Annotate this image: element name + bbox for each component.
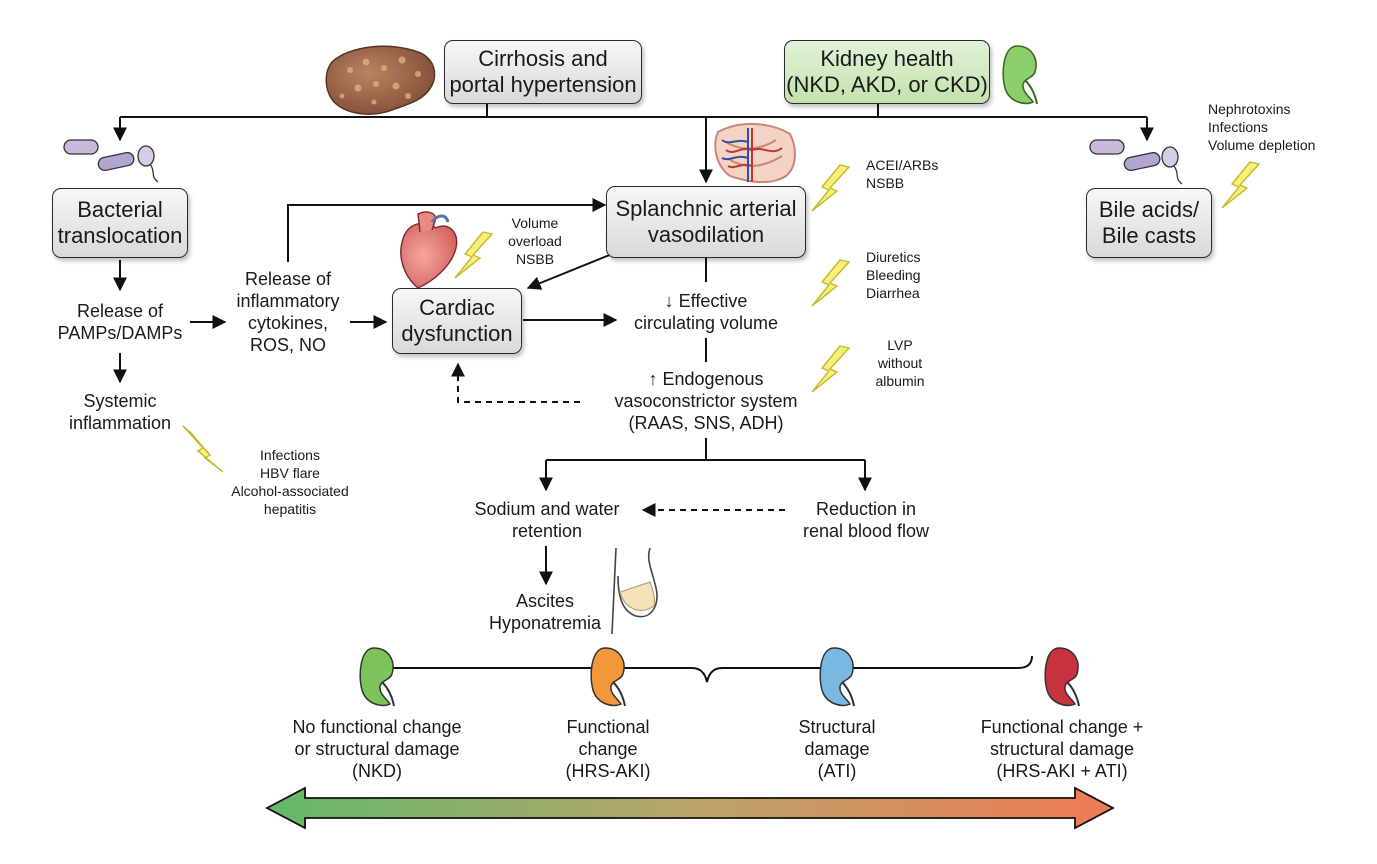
cardiac-dysfunction-box: Cardiac dysfunction bbox=[392, 288, 522, 354]
kidney-icon bbox=[819, 647, 855, 707]
bacteria-icon bbox=[63, 139, 159, 183]
kidney-icon bbox=[1044, 647, 1080, 707]
bile-acids-box: Bile acids/ Bile casts bbox=[1086, 188, 1212, 258]
intestine-icon bbox=[714, 122, 796, 183]
lightning-icon bbox=[454, 231, 494, 279]
lightning-icon bbox=[811, 259, 851, 307]
effective-volume-node: ↓ Effective circulating volume bbox=[633, 291, 779, 333]
endogenous-to-cardiac bbox=[451, 362, 580, 403]
endogenous-vasoconstrictor-node: ↑ Endogenous vasoconstrictor system (RAA… bbox=[614, 369, 798, 433]
kidney-icon bbox=[590, 647, 626, 707]
trigger-nephrotoxins: Nephrotoxins Infections Volume depletion bbox=[1208, 101, 1316, 153]
cirrhosis-box: Cirrhosis and portal hypertension bbox=[444, 40, 642, 104]
splanchnic-vasodilation-box: Splanchnic arterial vasodilation bbox=[606, 186, 806, 258]
trigger-lvp: LVP without albumin bbox=[875, 337, 925, 389]
outcome-label-hrs-aki-ati: Functional change + structural damage (H… bbox=[980, 717, 1144, 781]
cytokines-loop-to-splanchnic bbox=[287, 198, 607, 262]
abdomen-icon bbox=[611, 547, 658, 635]
bacterial-translocation-box: Bacterial translocation bbox=[52, 188, 188, 258]
trigger-infections-hbv: Infections HBV flare Alcohol-associated … bbox=[231, 447, 349, 517]
lightning-group bbox=[182, 161, 1261, 473]
heart-icon bbox=[400, 211, 458, 289]
kidney-health-box: Kidney health (NKD, AKD, or CKD) bbox=[784, 40, 990, 104]
liver-icon bbox=[325, 45, 436, 115]
renal-blood-flow-node: Reduction in renal blood flow bbox=[802, 499, 930, 541]
pamps-node: Release of PAMPs/DAMPs bbox=[57, 301, 183, 343]
kidney-icon bbox=[1002, 45, 1038, 105]
outcome-label-nkd: No functional change or structural damag… bbox=[292, 717, 462, 781]
sodium-water-node: Sodium and water retention bbox=[474, 499, 620, 541]
ascites-node: Ascites Hyponatremia bbox=[488, 591, 602, 633]
systemic-inflammation-node: Systemic inflammation bbox=[68, 391, 172, 433]
lightning-icon bbox=[182, 425, 224, 473]
severity-spectrum-arrow bbox=[265, 786, 1115, 830]
outcome-label-ati: Structural damage (ATI) bbox=[798, 717, 876, 781]
lightning-icon bbox=[811, 345, 851, 393]
outcome-brace bbox=[377, 655, 1033, 683]
trigger-diuretics: Diuretics Bleeding Diarrhea bbox=[866, 249, 921, 301]
bacteria-icon bbox=[1089, 139, 1183, 185]
outcome-kidneys bbox=[359, 647, 1080, 707]
cytokines-node: Release of inflammatory cytokines, ROS, … bbox=[236, 269, 340, 355]
lightning-icon bbox=[1221, 161, 1261, 209]
lightning-icon bbox=[811, 164, 851, 212]
kidney-icon bbox=[359, 647, 395, 707]
trigger-volume-overload: Volume overload NSBB bbox=[508, 215, 562, 267]
splanchnic-to-cardiac bbox=[526, 253, 613, 290]
trigger-acei: ACEI/ARBs NSBB bbox=[866, 157, 939, 191]
endogenous-split bbox=[546, 438, 865, 461]
outcome-label-hrs-aki: Functional change (HRS-AKI) bbox=[565, 717, 651, 781]
